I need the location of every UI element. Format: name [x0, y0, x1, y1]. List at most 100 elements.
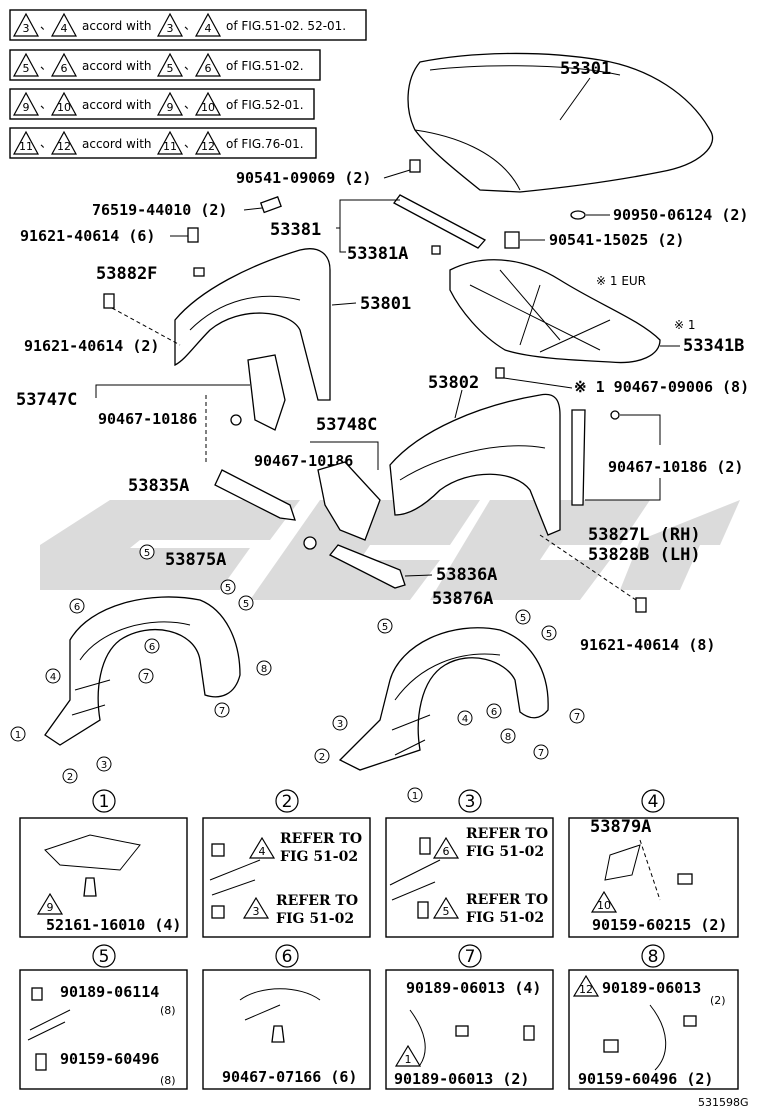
svg-text:6: 6 — [282, 947, 293, 967]
note-tri-a: 5 — [23, 62, 30, 75]
svg-text:、: 、 — [184, 18, 196, 32]
eur-note: ※ 1 EUR — [596, 274, 646, 288]
note-tri-d: 6 — [205, 62, 212, 75]
svg-text:(8): (8) — [160, 1074, 176, 1087]
note-tail: of FIG.51-02. — [226, 59, 304, 73]
note-text: accord with — [82, 19, 152, 33]
note-tri-a: 3 — [23, 22, 30, 35]
svg-text:2: 2 — [319, 752, 325, 763]
svg-text:5: 5 — [382, 622, 388, 633]
part-90159-60496-b: 90159-60496 (2) — [578, 1070, 713, 1088]
seal-53748c — [317, 461, 381, 541]
svg-text:REFER TO: REFER TO — [466, 892, 548, 908]
svg-text:3: 3 — [465, 792, 476, 812]
bolt-b — [103, 293, 115, 309]
svg-text:5: 5 — [144, 548, 150, 559]
svg-text:7: 7 — [538, 748, 544, 759]
svg-text:1: 1 — [99, 792, 110, 812]
part-90189-06013-a: 90189-06013 (4) — [406, 979, 541, 997]
hood-hole-plug — [570, 210, 586, 220]
svg-text:FIG 51-02: FIG 51-02 — [276, 911, 354, 927]
note-text: accord with — [82, 98, 152, 112]
part-90541-09069: 90541-09069 (2) — [236, 169, 371, 187]
bracket-53835a — [214, 469, 296, 521]
svg-text:6: 6 — [443, 845, 450, 858]
detail-box-4: 53879A 10 90159-60215 (2) — [568, 817, 739, 938]
cushion-90541 — [504, 231, 520, 249]
note-tri-b: 4 — [61, 22, 68, 35]
svg-text:4: 4 — [648, 792, 659, 812]
note-text: accord with — [82, 137, 152, 151]
part-53879A: 53879A — [590, 817, 651, 837]
bracket-53836a — [328, 544, 406, 589]
note-tri-b: 10 — [57, 101, 71, 114]
note-tri-c: 11 — [163, 140, 177, 153]
note-tri-c: 9 — [167, 101, 174, 114]
part-91621-40614-c: 91621-40614 (8) — [580, 636, 715, 654]
emblem-clip — [259, 196, 282, 214]
seal-53827l — [571, 409, 586, 506]
svg-text:6: 6 — [149, 642, 155, 653]
part-90467-10186-c: 90467-10186 (2) — [608, 458, 743, 476]
detail-box-6: 90467-07166 (6) — [202, 969, 371, 1090]
svg-text:5: 5 — [243, 599, 249, 610]
clip-90467-09006 — [495, 367, 505, 379]
part-53802: 53802 — [428, 373, 479, 393]
note-tri-a: 11 — [19, 140, 33, 153]
svg-text:REFER TO: REFER TO — [280, 831, 362, 847]
note-tri-c: 3 — [167, 22, 174, 35]
clip-a — [230, 414, 242, 426]
svg-text:9: 9 — [47, 901, 54, 914]
svg-text:6: 6 — [74, 602, 80, 613]
seal-53747c — [247, 354, 286, 431]
location-markers: 5 6 5 5 6 4 7 8 7 1 3 2 5 5 5 4 6 7 3 8 … — [10, 544, 585, 803]
part-90159-60215: 90159-60215 (2) — [592, 916, 727, 934]
note-tri-d: 12 — [201, 140, 215, 153]
svg-text:4: 4 — [259, 845, 266, 858]
svg-text:7: 7 — [574, 712, 580, 723]
part-90950-06124: 90950-06124 (2) — [613, 206, 748, 224]
svg-text:5: 5 — [443, 905, 450, 918]
part-91621-40614-a: 91621-40614 (6) — [20, 227, 155, 245]
svg-text:、: 、 — [40, 97, 52, 111]
svg-text:FIG 51-02: FIG 51-02 — [466, 910, 544, 926]
svg-text:、: 、 — [40, 18, 52, 32]
detail-box-2: 4 REFER TO FIG 51-02 3 REFER TO FIG 51-0… — [202, 817, 371, 938]
svg-text:(2): (2) — [710, 994, 726, 1007]
hood-insulator — [449, 259, 661, 364]
note-tri-d: 10 — [201, 101, 215, 114]
svg-text:6: 6 — [491, 707, 497, 718]
part-53876A: 53876A — [432, 589, 493, 609]
note-tri-d: 4 — [205, 22, 212, 35]
svg-text:REFER TO: REFER TO — [276, 893, 358, 909]
svg-text:4: 4 — [462, 714, 468, 725]
part-53835A: 53835A — [128, 476, 189, 496]
part-53828B: 53828B (LH) — [588, 545, 701, 565]
note-text: accord with — [82, 59, 152, 73]
part-53381A: 53381A — [347, 244, 408, 264]
part-53836A: 53836A — [436, 565, 497, 585]
part-90159-60496: 90159-60496 — [60, 1050, 159, 1068]
note-box-4: 11 、 12 accord with 11 、 12 of FIG.76-01… — [9, 127, 317, 159]
note-tail: of FIG.76-01. — [226, 137, 304, 151]
part-90189-06013-b: 90189-06013 (2) — [394, 1070, 529, 1088]
svg-text:、: 、 — [184, 136, 196, 150]
part-90189-06114: 90189-06114 — [60, 983, 159, 1001]
part-53801: 53801 — [360, 294, 411, 314]
note-tail: of FIG.52-01. — [226, 98, 304, 112]
svg-text:7: 7 — [219, 706, 225, 717]
clip-b — [303, 536, 317, 550]
svg-text:5: 5 — [546, 629, 552, 640]
svg-text:7: 7 — [143, 672, 149, 683]
part-52161-16010: 52161-16010 (4) — [46, 916, 181, 934]
detail-box-8: 12 90189-06013 (2) 90159-60496 (2) — [568, 969, 739, 1090]
part-90189-06013-c: 90189-06013 — [602, 979, 701, 997]
clip-c — [610, 410, 620, 420]
svg-text:、: 、 — [184, 58, 196, 72]
detail-box-1: 9 52161-16010 (4) — [19, 817, 188, 938]
svg-text:5: 5 — [520, 613, 526, 624]
svg-text:8: 8 — [261, 664, 267, 675]
svg-text:8: 8 — [648, 947, 659, 967]
figure-code: 531598G — [698, 1096, 749, 1109]
